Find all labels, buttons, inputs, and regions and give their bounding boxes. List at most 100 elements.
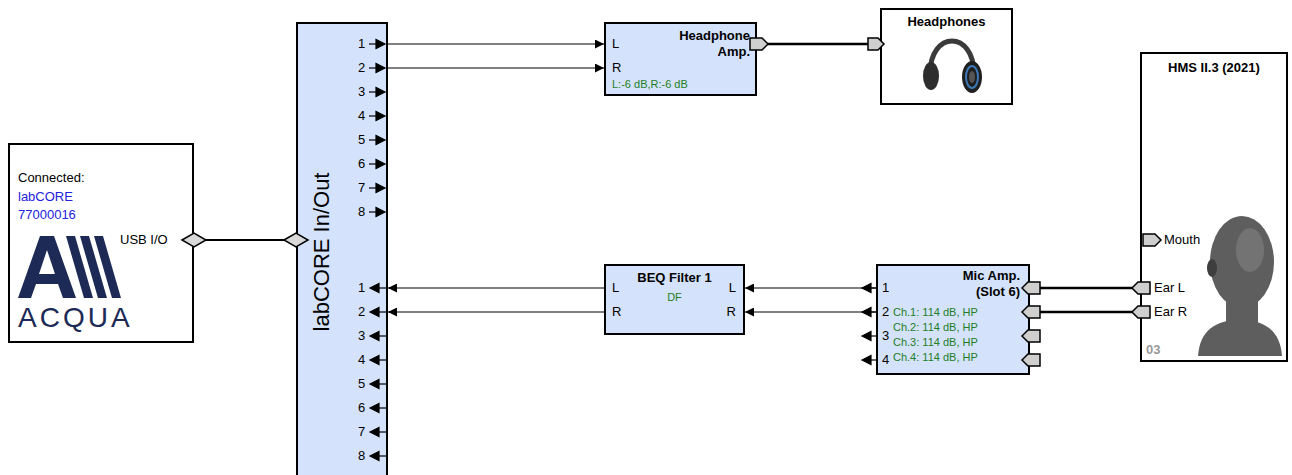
mic-input-arrow (862, 284, 876, 365)
pin-label: 1 (358, 280, 365, 296)
input-port-arrow (379, 335, 388, 336)
output-port-arrow (369, 40, 385, 217)
mic-input-arrow (871, 359, 876, 360)
input-port-arrow (370, 284, 379, 293)
block-title: Mic Amp. (Slot 6) (950, 268, 1020, 300)
input-port-arrow (370, 308, 379, 317)
pin-label: 5 (358, 132, 365, 148)
connector (194, 239, 296, 241)
input-port-arrow (379, 431, 388, 432)
output-port-arrow (376, 208, 385, 217)
output-port-arrow (376, 136, 385, 145)
output-port-arrow (376, 112, 385, 121)
input-port-arrow (370, 332, 379, 341)
input-port-arrow (370, 380, 379, 389)
input-port-arrow (379, 455, 388, 456)
head-simulator (1236, 228, 1264, 272)
head-simulator (1210, 216, 1274, 308)
acqua-logo (18, 236, 121, 298)
output-port-arrow (369, 139, 376, 140)
input-port-arrow (370, 428, 379, 437)
output-port-arrow (369, 163, 376, 164)
setting-text: Ch.4: 114 dB, HP (893, 350, 978, 364)
output-port-arrow (369, 67, 376, 68)
connector (745, 311, 876, 312)
input-port-arrow (379, 311, 388, 312)
mic-input-arrow (862, 284, 871, 293)
pin-label: 8 (358, 448, 365, 464)
pin-label: 3 (358, 84, 365, 100)
input-port-arrow (379, 407, 388, 408)
mic-input-arrow (871, 311, 876, 312)
headphones-icon (923, 41, 982, 93)
setting-text: Ch.1: 114 dB, HP (893, 305, 978, 319)
pin-label: 4 (358, 108, 365, 124)
jack-port (1022, 306, 1040, 318)
jack-port (750, 38, 768, 50)
mic-input-arrow (862, 356, 871, 365)
pin-label: 1 (358, 36, 365, 52)
jack-port (1022, 282, 1040, 294)
connector (1030, 287, 1140, 290)
pin-label: R (612, 60, 621, 76)
headphones-icon (923, 62, 939, 90)
head-simulator (1207, 259, 1217, 277)
output-port-arrow (369, 91, 376, 92)
connector (388, 43, 604, 44)
jack-port (868, 38, 884, 50)
jack-port (1022, 330, 1040, 342)
pin-label: 8 (358, 204, 365, 220)
pin-label: L (612, 36, 619, 52)
pin-label: 4 (358, 352, 365, 368)
output-port-arrow (369, 211, 376, 212)
input-port-arrow (370, 356, 379, 365)
output-port-arrow (376, 88, 385, 97)
output-port-arrow (376, 184, 385, 193)
input-port-arrow (370, 404, 379, 413)
connector (757, 43, 880, 46)
filter-box: BEQ Filter 1DF (604, 264, 745, 335)
input-port-arrow (379, 383, 388, 384)
connector (745, 287, 876, 288)
connector (388, 67, 604, 68)
jack-port (1132, 282, 1150, 294)
setting-text: Ch.2: 114 dB, HP (893, 320, 978, 334)
pin-label: 2 (358, 60, 365, 76)
usb-port (182, 233, 206, 247)
connector (388, 287, 604, 288)
mic-input-arrow (871, 335, 876, 336)
block-title: Headphone Amp. (664, 28, 750, 60)
port-label: Mouth (1164, 232, 1200, 248)
setting-text: Ch.3: 114 dB, HP (893, 335, 978, 349)
output-port-arrow (376, 160, 385, 169)
pin-label: L (612, 280, 619, 296)
usb-port (182, 233, 308, 247)
setting-text: L:-6 dB,R:-6 dB (612, 78, 688, 91)
input-port-arrow (370, 452, 379, 461)
pin-label: R (612, 304, 621, 320)
logo-text: ACQUA (18, 303, 133, 333)
headphones-icon (966, 66, 978, 88)
port-label: Ear L (1154, 280, 1185, 296)
head-simulator (1198, 319, 1282, 356)
input-port-arrow (379, 359, 388, 360)
usb-port (284, 233, 308, 247)
acqua-logo (39, 250, 55, 274)
port-label: Ear R (1154, 304, 1187, 320)
pin-label: 3 (358, 328, 365, 344)
pin-label: 2 (358, 304, 365, 320)
pin-label: 2 (882, 304, 889, 320)
pin-label: 4 (882, 352, 889, 368)
headphones-icon (962, 61, 982, 93)
jack-port (1022, 354, 1040, 366)
device-name: labCORE 77000016 (18, 188, 98, 224)
pin-label: 1 (882, 280, 889, 296)
mic-input-arrow (862, 308, 871, 317)
jack-port (750, 38, 1161, 366)
input-port-arrow (379, 287, 388, 288)
output-port-arrow (369, 43, 376, 44)
status-text: Connected: (18, 170, 85, 186)
setting-text: DF (606, 291, 743, 304)
